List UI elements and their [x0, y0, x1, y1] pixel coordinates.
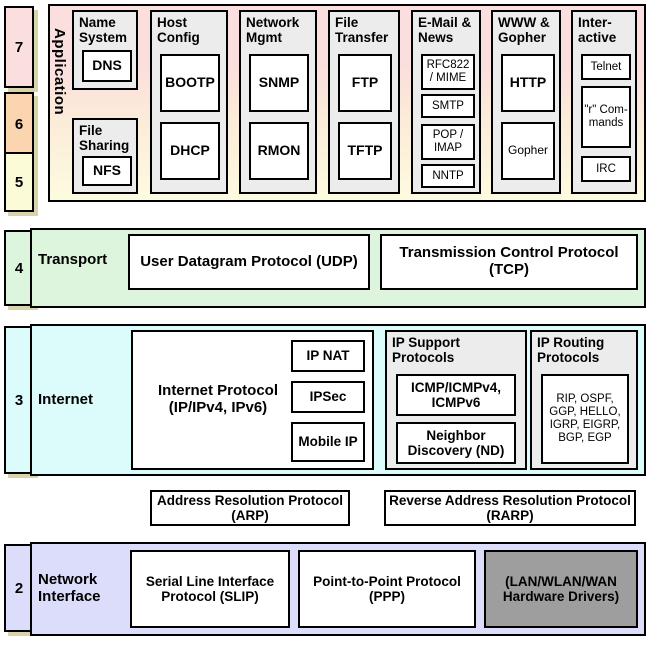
protocol-http[interactable]: HTTP: [501, 54, 555, 112]
group-name-system: Name System DNS: [72, 10, 138, 90]
group-interactive: Inter-active Telnet "r" Com-mands IRC: [571, 10, 637, 194]
protocol-pop-imap[interactable]: POP / IMAP: [421, 124, 475, 160]
group-www-gopher: WWW & Gopher HTTP Gopher: [491, 10, 561, 194]
protocol-irc[interactable]: IRC: [581, 156, 631, 182]
protocol-r-commands[interactable]: "r" Com-mands: [581, 86, 631, 148]
protocol-rarp[interactable]: Reverse Address Resolution Protocol (RAR…: [384, 490, 636, 526]
group-network-mgmt: Network Mgmt SNMP RMON: [239, 10, 317, 194]
osi-layer-number-7-label: 7: [14, 38, 24, 56]
group-interactive-title: Inter-active: [578, 15, 617, 46]
group-ip-support-protocols: IP Support Protocols ICMP/ICMPv4, ICMPv6…: [385, 330, 527, 470]
osi-layer-number-7: 7: [4, 6, 34, 88]
layer-internet-label: Internet: [38, 391, 94, 408]
group-email-news-title: E-Mail & News: [418, 15, 472, 46]
protocol-ppp[interactable]: Point-to-Point Protocol (PPP): [298, 550, 476, 628]
group-network-mgmt-title: Network Mgmt: [246, 15, 300, 46]
group-email-news: E-Mail & News RFC822 / MIME SMTP POP / I…: [411, 10, 481, 194]
protocol-tftp[interactable]: TFTP: [338, 122, 392, 180]
group-host-config-title: Host Config: [157, 15, 200, 46]
protocol-gopher[interactable]: Gopher: [501, 122, 555, 180]
osi-layer-number-3-label: 3: [14, 391, 24, 409]
osi-layer-number-5-label: 5: [14, 173, 24, 191]
protocol-nfs[interactable]: NFS: [82, 156, 132, 186]
protocol-ip-label: Internet Protocol (IP/IPv4, IPv6): [157, 382, 278, 416]
protocol-udp[interactable]: User Datagram Protocol (UDP): [128, 234, 370, 290]
osi-layer-number-4: 4: [4, 230, 34, 306]
protocol-nntp[interactable]: NNTP: [421, 164, 475, 188]
group-file-sharing-title: File Sharing: [79, 123, 130, 154]
group-ip-support-protocols-title: IP Support Protocols: [392, 335, 461, 366]
osi-layer-number-6: 6: [4, 92, 34, 156]
protocol-routing-list[interactable]: RIP, OSPF, GGP, HELLO, IGRP, EIGRP, BGP,…: [541, 374, 629, 464]
group-name-system-title: Name System: [79, 15, 128, 46]
protocol-hardware-drivers[interactable]: (LAN/WLAN/WAN Hardware Drivers): [484, 550, 638, 628]
protocol-bootp[interactable]: BOOTP: [160, 54, 220, 112]
protocol-snmp[interactable]: SNMP: [249, 54, 309, 112]
protocol-arp[interactable]: Address Resolution Protocol (ARP): [150, 490, 350, 526]
group-file-sharing: File Sharing NFS: [72, 118, 138, 194]
protocol-rmon[interactable]: RMON: [249, 122, 309, 180]
protocol-dns[interactable]: DNS: [82, 50, 132, 82]
protocol-ftp[interactable]: FTP: [338, 54, 392, 112]
protocol-ipsec[interactable]: IPSec: [291, 381, 365, 413]
group-file-transfer-title: File Transfer: [335, 15, 389, 46]
protocol-neighbor-discovery[interactable]: Neighbor Discovery (ND): [396, 422, 516, 464]
group-ip-routing-protocols: IP Routing Protocols RIP, OSPF, GGP, HEL…: [530, 330, 638, 470]
protocol-ip-nat[interactable]: IP NAT: [291, 340, 365, 372]
protocol-tcp[interactable]: Transmission Control Protocol (TCP): [380, 234, 638, 290]
protocol-mobile-ip[interactable]: Mobile IP: [291, 422, 365, 462]
protocol-rfc822-mime[interactable]: RFC822 / MIME: [421, 54, 475, 90]
layer-transport-label: Transport: [38, 251, 108, 268]
protocol-telnet[interactable]: Telnet: [581, 54, 631, 80]
protocol-icmp[interactable]: ICMP/ICMPv4, ICMPv6: [396, 374, 516, 416]
osi-layer-number-2: 2: [4, 544, 34, 632]
group-host-config: Host Config BOOTP DHCP: [150, 10, 228, 194]
osi-layer-number-5: 5: [4, 152, 34, 212]
protocol-dhcp[interactable]: DHCP: [160, 122, 220, 180]
group-ip-routing-protocols-title: IP Routing Protocols: [537, 335, 605, 366]
osi-layer-number-6-label: 6: [14, 115, 24, 133]
osi-layer-number-4-label: 4: [14, 259, 24, 277]
layer-network-interface-label: Network Interface: [38, 571, 101, 605]
group-www-gopher-title: WWW & Gopher: [498, 15, 550, 46]
group-file-transfer: File Transfer FTP TFTP: [328, 10, 400, 194]
osi-layer-number-2-label: 2: [14, 579, 24, 597]
protocol-smtp[interactable]: SMTP: [421, 94, 475, 118]
layer-application-label: Application: [51, 28, 68, 116]
protocol-slip[interactable]: Serial Line Interface Protocol (SLIP): [130, 550, 290, 628]
